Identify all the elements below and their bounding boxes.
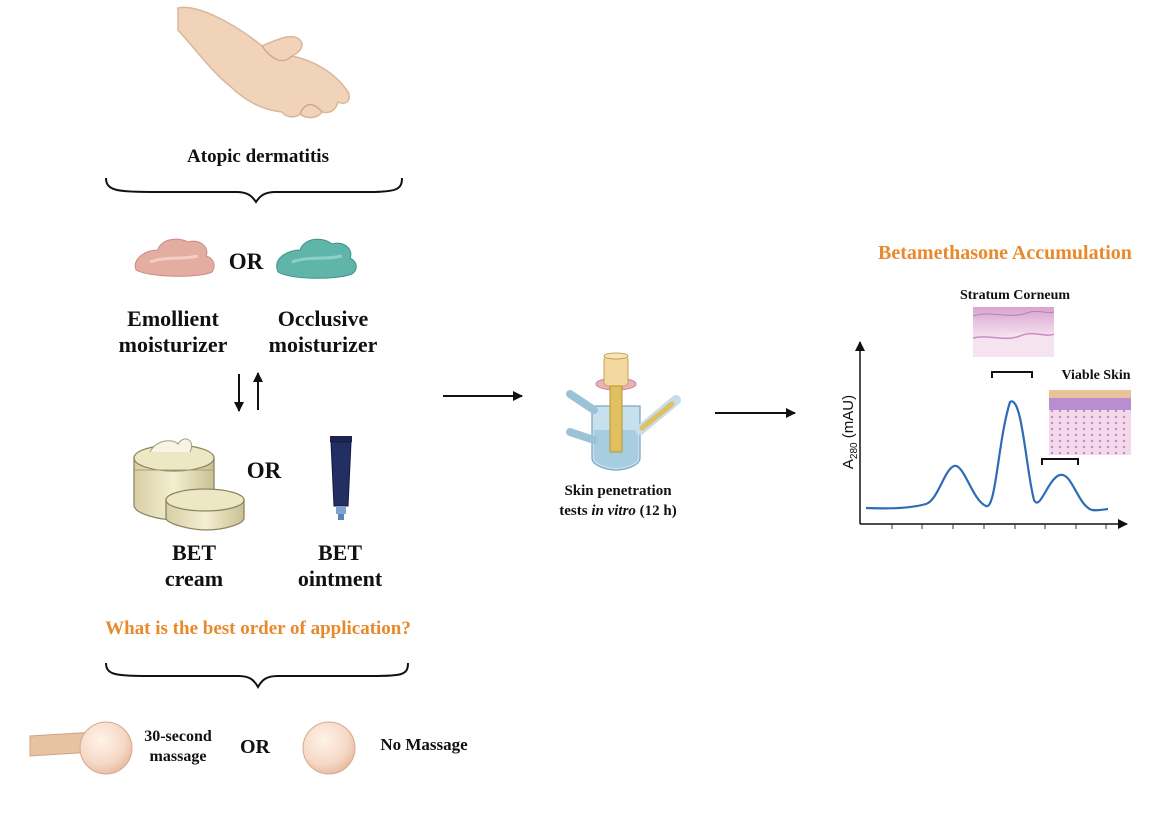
- viable-skin-label: Viable Skin: [1061, 368, 1131, 383]
- emollient-cream-icon: [134, 238, 215, 277]
- skin-penetration-line2: tests in vitro (12 h): [536, 501, 700, 521]
- bet-ointment-label-line1: BET: [317, 540, 363, 565]
- or-label-bet: OR: [246, 458, 282, 483]
- bracket-viable: [1041, 458, 1079, 465]
- y-axis-label-sub: 280: [849, 442, 860, 460]
- bet-cream-label: BET cream: [136, 540, 252, 592]
- occlusive-cream-icon: [276, 238, 357, 279]
- hand-scratching-icon: [177, 6, 350, 119]
- bracket-stratum: [991, 371, 1033, 378]
- chromatogram-trace: [865, 400, 1109, 512]
- y-axis-label-main: A: [840, 459, 857, 470]
- massage-option-1-label: 30-second massage: [134, 727, 222, 767]
- occlusive-label-line1: Occlusive: [277, 306, 369, 331]
- skin-penetration-prefix: tests: [559, 503, 592, 519]
- massage-option-1-line2: massage: [149, 748, 207, 765]
- emollient-label-line1: Emollient: [127, 306, 219, 331]
- brace-bottom: [105, 662, 409, 690]
- condition-label: Atopic dermatitis: [187, 146, 329, 167]
- skin-penetration-suffix: (12 h): [635, 503, 677, 519]
- emollient-label-line2: moisturizer: [118, 332, 228, 357]
- bet-cream-label-line1: BET: [171, 540, 217, 565]
- stratum-corneum-tissue-icon: [972, 307, 1055, 357]
- or-label-massage: OR: [240, 736, 270, 758]
- skin-sphere-icon: [79, 721, 133, 775]
- occlusive-label-line2: moisturizer: [268, 332, 378, 357]
- skin-penetration-label: Skin penetration tests in vitro (12 h): [536, 481, 700, 521]
- bet-cream-label-line2: cream: [164, 566, 224, 591]
- brace-top: [105, 177, 403, 204]
- skin-penetration-line1: Skin penetration: [564, 483, 672, 499]
- viable-skin-tissue-icon: [1049, 390, 1131, 455]
- stratum-corneum-label: Stratum Corneum: [959, 288, 1071, 303]
- franz-cell-icon: [566, 352, 681, 471]
- y-axis-label-unit: (mAU): [840, 394, 857, 443]
- bet-ointment-label-line2: ointment: [297, 566, 383, 591]
- or-label-moisturizers: OR: [228, 249, 264, 274]
- cream-jar-icon: [133, 438, 245, 531]
- chromatogram-chart: [855, 341, 1128, 529]
- massage-option-2-label: No Massage: [380, 735, 468, 754]
- massage-option-1-line1: 30-second: [144, 728, 212, 745]
- emollient-label: Emollient moisturizer: [106, 306, 240, 358]
- bet-ointment-label: BET ointment: [282, 540, 398, 592]
- question-label: What is the best order of application?: [105, 618, 411, 639]
- occlusive-label: Occlusive moisturizer: [256, 306, 390, 358]
- ointment-tube-icon: [330, 436, 352, 520]
- skin-penetration-italic: in vitro: [591, 503, 636, 519]
- y-axis-label: A280 (mAU): [840, 376, 860, 488]
- chart-title: Betamethasone Accumulation: [878, 242, 1132, 264]
- skin-sphere-icon: [302, 721, 356, 775]
- x-axis-ticks: [891, 524, 1107, 529]
